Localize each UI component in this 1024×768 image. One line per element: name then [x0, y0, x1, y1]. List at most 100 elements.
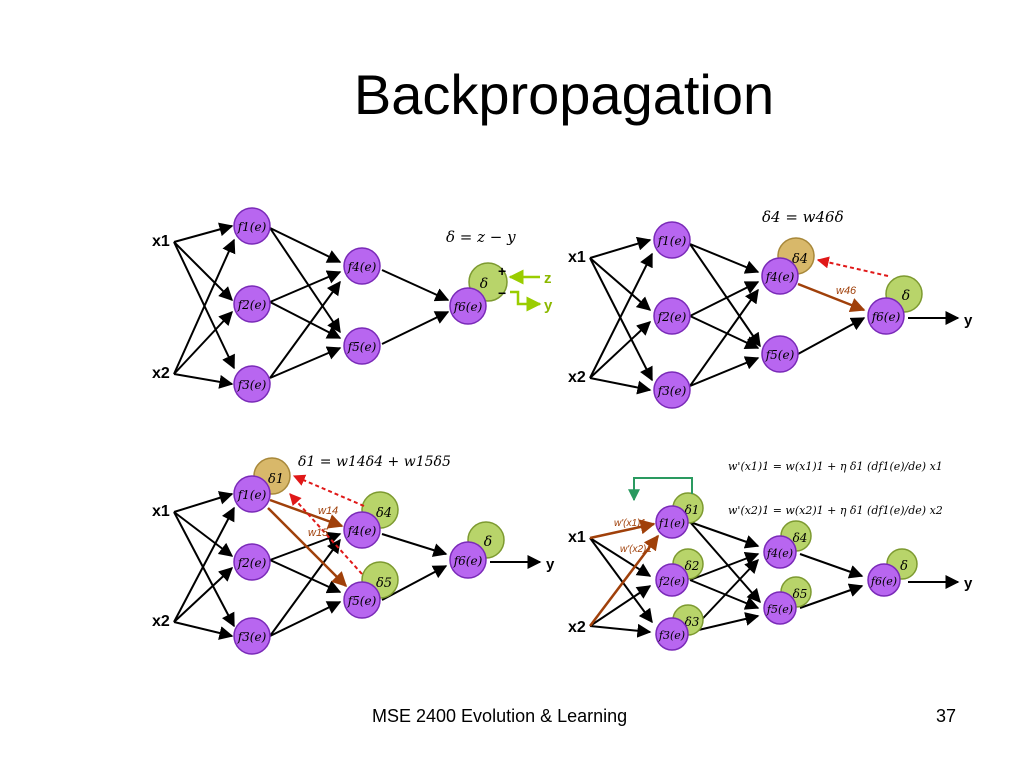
svg-text:δ4: δ4 — [376, 506, 392, 521]
svg-text:f5(e): f5(e) — [347, 340, 377, 354]
svg-text:f2(e): f2(e) — [237, 298, 267, 312]
svg-text:δ1: δ1 — [268, 472, 284, 487]
weight-14-label: w14 — [318, 505, 338, 517]
svg-text:δ: δ — [900, 559, 908, 574]
formula-x1: w'(x1)1 = w(x1)1 + η δ1 (df1(e)/de) x1 — [728, 460, 943, 473]
svg-text:δ2: δ2 — [685, 559, 700, 573]
neuron-f5: f5(e) — [343, 327, 381, 365]
slide-number: 37 — [936, 706, 957, 726]
svg-text:f3(e): f3(e) — [237, 630, 267, 644]
svg-text:f1(e): f1(e) — [658, 517, 685, 530]
input-x2-label: x2 — [568, 619, 586, 636]
neuron-f6: f6(e) — [449, 541, 487, 579]
svg-text:f6(e): f6(e) — [453, 554, 483, 568]
weight-46-label: w46 — [836, 285, 857, 297]
svg-text:δ3: δ3 — [685, 615, 700, 629]
svg-text:f2(e): f2(e) — [237, 556, 267, 570]
weight-14-arrow — [269, 498, 344, 529]
neuron-f2: f2(e) — [233, 285, 271, 323]
diagram-hidden-delta-1: x1 x2 δ1 f1(e) f2(e) f3(e) δ4 f4(e) δ5 f… — [148, 436, 558, 668]
svg-text:f4(e): f4(e) — [347, 260, 377, 274]
svg-text:f2(e): f2(e) — [658, 575, 685, 588]
neuron-f2: f2(e) — [655, 563, 689, 597]
weight-15-label: w15 — [308, 527, 329, 539]
neuron-f3: f3(e) — [233, 617, 271, 655]
svg-text:δ4: δ4 — [793, 531, 808, 545]
weight-update-network: x1 x2 δ1 f1(e) δ2 f2(e) δ3 f3(e) δ4 f4(e… — [568, 460, 973, 651]
hidden-delta-4-network: x1 x2 f1(e) f2(e) f3(e) δ4 f4(e) f5(e) δ… — [568, 208, 973, 409]
svg-text:f6(e): f6(e) — [871, 310, 901, 324]
svg-text:δ5: δ5 — [376, 576, 392, 591]
svg-text:f3(e): f3(e) — [237, 378, 267, 392]
plus-sign: + — [498, 263, 506, 279]
svg-text:f6(e): f6(e) — [870, 575, 897, 588]
svg-text:f4(e): f4(e) — [765, 270, 795, 284]
svg-text:f5(e): f5(e) — [765, 348, 795, 362]
weight-46-arrow — [797, 282, 866, 313]
formula-x2: w'(x2)1 = w(x2)1 + η δ1 (df1(e)/de) x2 — [728, 504, 943, 517]
output-y-label: y — [544, 297, 553, 314]
formula: δ4 = w46δ — [762, 208, 844, 226]
backprop-arrow-4 — [292, 474, 365, 507]
target-arrows — [508, 269, 542, 312]
minus-sign: − — [498, 285, 506, 301]
diagram-output-error: x1 x2 f1(e) f2(e) f3(e) f4(e) f5(e) δ f6… — [148, 188, 558, 420]
footer-course: MSE 2400 Evolution & Learning — [372, 706, 628, 726]
svg-text:f1(e): f1(e) — [657, 234, 687, 248]
neuron-f4: f4(e) — [343, 247, 381, 285]
target-z-label: z — [544, 270, 552, 287]
neuron-f1: f1(e) — [233, 475, 271, 513]
neuron-f1: f1(e) — [233, 207, 271, 245]
backprop-arrow — [816, 256, 889, 277]
svg-text:f1(e): f1(e) — [237, 488, 267, 502]
svg-text:f3(e): f3(e) — [657, 384, 687, 398]
neuron-f6: f6(e) — [867, 563, 901, 597]
neuron-f3: f3(e) — [233, 365, 271, 403]
slide-title: Backpropagation — [353, 63, 775, 126]
backprop-arrow-5 — [289, 493, 363, 575]
neuron-f4: f4(e) — [343, 511, 381, 549]
connections — [589, 236, 960, 395]
input-x1-label: x1 — [568, 249, 586, 266]
weight-x1-arrow — [589, 519, 656, 540]
connections — [173, 222, 450, 389]
neuron-f4: f4(e) — [761, 257, 799, 295]
svg-text:δ4: δ4 — [792, 252, 808, 267]
neuron-f2: f2(e) — [653, 297, 691, 335]
output-y-label: y — [964, 575, 973, 592]
input-x2-label: x2 — [152, 365, 170, 382]
svg-text:f3(e): f3(e) — [658, 629, 685, 642]
output-error-network: x1 x2 f1(e) f2(e) f3(e) f4(e) f5(e) δ f6… — [152, 207, 553, 403]
output-y-label: y — [964, 312, 973, 329]
neuron-f3: f3(e) — [653, 371, 691, 409]
input-x1-label: x1 — [568, 529, 586, 546]
input-x2-label: x2 — [568, 369, 586, 386]
connections — [589, 521, 960, 638]
neuron-f1: f1(e) — [655, 505, 689, 539]
svg-text:f4(e): f4(e) — [347, 524, 377, 538]
svg-text:δ: δ — [902, 288, 910, 304]
weight-x2-label: w'(x2)1 — [620, 544, 652, 555]
weight-15-arrow — [267, 507, 348, 588]
input-x1-label: x1 — [152, 233, 170, 250]
svg-text:δ: δ — [480, 276, 488, 292]
svg-text:f1(e): f1(e) — [237, 220, 267, 234]
formula: δ1 = w14δ4 + w15δ5 — [298, 454, 451, 470]
neuron-f5: f5(e) — [763, 591, 797, 625]
neuron-f1: f1(e) — [653, 221, 691, 259]
neuron-f6: f6(e) — [449, 287, 487, 325]
weight-x1-label: w'(x1)1 — [614, 518, 646, 529]
svg-text:f6(e): f6(e) — [453, 300, 483, 314]
update-loop-arrow — [628, 477, 693, 502]
svg-text:f5(e): f5(e) — [347, 594, 377, 608]
svg-text:f5(e): f5(e) — [766, 603, 793, 616]
output-y-label: y — [546, 556, 555, 573]
svg-text:f4(e): f4(e) — [766, 547, 793, 560]
formula: δ = z − y — [446, 228, 516, 246]
neuron-f5: f5(e) — [761, 335, 799, 373]
svg-text:f2(e): f2(e) — [657, 310, 687, 324]
neuron-f5: f5(e) — [343, 581, 381, 619]
connections — [173, 491, 542, 640]
weight-x2-arrow — [589, 534, 659, 627]
neuron-f6: f6(e) — [867, 297, 905, 335]
